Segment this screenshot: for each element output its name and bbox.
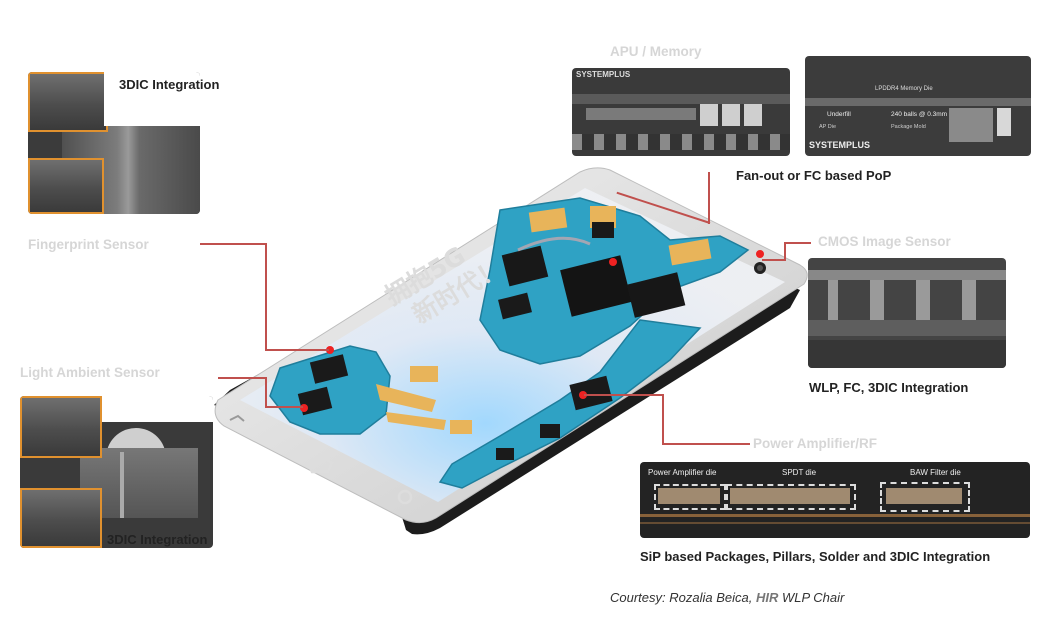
label-power-amplifier-rf: Power Amplifier/RF [753, 436, 878, 451]
callout-line-fingerprint-h [200, 243, 266, 245]
systemplus-logo-left: SYSTEMPLUS [576, 70, 631, 79]
pa-die-label: Power Amplifier die [648, 468, 717, 477]
label-apu-memory: APU / Memory [610, 44, 702, 59]
label-top-left-3dic: 3DIC Integration [119, 77, 220, 92]
callout-line-fingerprint-v [265, 243, 267, 350]
callout-line-ambient-h2 [265, 406, 303, 408]
apu-micrograph-right: LPDDR4 Memory Die Underfill 240 balls @ … [805, 56, 1031, 156]
label-sip-packages: SiP based Packages, Pillars, Solder and … [640, 549, 991, 564]
cmos-sensor-micrograph [808, 258, 1006, 368]
systemplus-logo-right: SYSTEMPLUS [809, 140, 871, 150]
power-amplifier-micrograph: Power Amplifier die SPDT die BAW Filter … [640, 462, 1030, 538]
courtesy-prefix: Courtesy: Rozalia Beica, [610, 590, 756, 605]
callout-line-cmos-h [785, 242, 811, 244]
callout-line-pa-h2 [662, 443, 750, 445]
ap-die-label: AP Die [819, 124, 837, 130]
courtesy-org: HIR [755, 590, 779, 605]
memory-die-label: LPDDR4 Memory Die [875, 86, 933, 92]
label-wlp-fc-3dic: WLP, FC, 3DIC Integration [809, 380, 969, 395]
callout-line-cmos-v [784, 242, 786, 260]
label-fanout-pop: Fan-out or FC based PoP [736, 168, 892, 183]
courtesy-suffix: WLP Chair [778, 590, 845, 605]
courtesy-credit: Courtesy: Rozalia Beica, HIR WLP Chair [610, 590, 844, 605]
spdt-die-label: SPDT die [782, 468, 817, 477]
callout-line-ambient-v [265, 377, 267, 407]
callout-line-ambient-h [218, 377, 266, 379]
apu-micrograph-left: SYSTEMPLUS [572, 68, 790, 156]
callout-line-apu-v [708, 172, 710, 224]
package-mold-label: Package Mold [891, 124, 926, 130]
smartphone-illustration [214, 167, 808, 535]
callout-line-cmos-h2 [762, 259, 786, 261]
label-fingerprint-sensor: Fingerprint Sensor [28, 237, 149, 252]
baw-filter-die-label: BAW Filter die [910, 468, 961, 477]
label-bottom-left-3dic: 3DIC Integration [107, 532, 208, 547]
label-light-ambient-sensor: Light Ambient Sensor [20, 365, 160, 380]
balls-pitch-label: 240 balls @ 0.3mm pitch [891, 111, 963, 118]
callout-line-fingerprint-h2 [265, 349, 329, 351]
callout-line-pa-h [584, 394, 664, 396]
fingerprint-sensor-micrograph [28, 72, 200, 214]
callout-line-pa-v [662, 395, 664, 443]
underfill-label: Underfill [827, 111, 851, 118]
label-cmos-image-sensor: CMOS Image Sensor [818, 234, 951, 249]
light-ambient-sensor-micrograph [20, 396, 213, 548]
